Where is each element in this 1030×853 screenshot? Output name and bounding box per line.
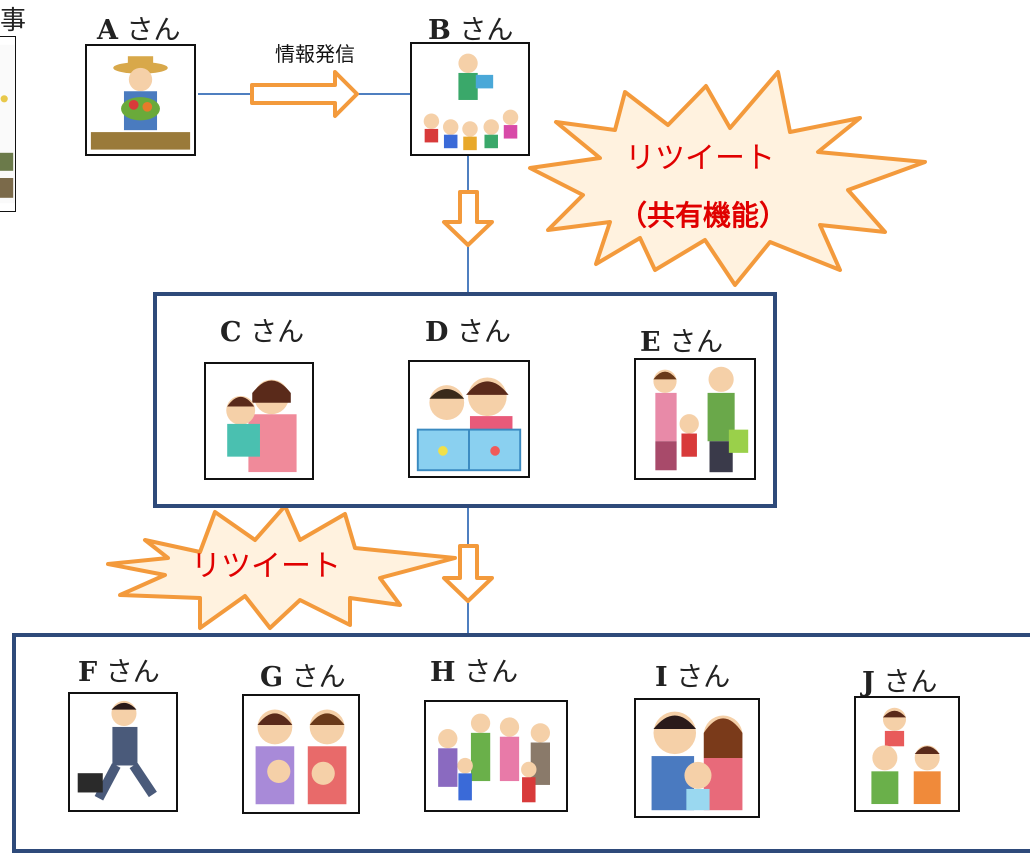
flow-label: 情報発信 [275, 42, 355, 66]
large-family-icon [438, 713, 550, 803]
person-e-image [634, 358, 756, 480]
arrow-down-icon [442, 190, 494, 247]
burst-shape-bottom [106, 504, 457, 630]
partial-document-image [0, 36, 16, 212]
person-b-label: B さん [428, 15, 514, 46]
farmer-icon [90, 56, 191, 150]
person-e-label: E さん [640, 327, 724, 358]
children-group-icon [871, 707, 941, 805]
person-i-image [634, 698, 760, 818]
burst-top-line2: （共有機能） [619, 199, 787, 232]
mother-child-icon [226, 379, 297, 473]
parents-with-baby-icon [651, 711, 743, 811]
person-g-label: G さん [260, 662, 346, 693]
share-group-level1 [153, 292, 777, 508]
person-d-image [408, 360, 530, 478]
corner-label: 事 [0, 6, 27, 36]
person-g-image [242, 694, 360, 814]
businessman-running-icon [77, 700, 157, 801]
arrow-right-icon [250, 70, 359, 118]
person-c-label: C さん [220, 317, 305, 348]
person-d-label: D さん [425, 317, 512, 348]
person-i-label: I さん [655, 662, 731, 693]
burst-shape-top [528, 70, 927, 287]
person-h-label: H さん [430, 657, 519, 688]
teacher-children-icon [423, 53, 519, 151]
person-b-image [410, 42, 530, 156]
person-f-label: F さん [78, 657, 160, 688]
person-c-image [204, 362, 314, 480]
person-a-label: A さん [97, 15, 181, 46]
person-f-image [68, 692, 178, 812]
person-j-label: J さん [862, 667, 938, 698]
reading-picture-book-icon [416, 377, 522, 472]
arrow-down-icon [442, 544, 494, 603]
person-h-image [424, 700, 568, 812]
burst-top-line1: リツイート [625, 141, 775, 176]
person-a-image [85, 44, 196, 156]
person-j-image [854, 696, 960, 812]
mothers-with-babies-icon [255, 709, 347, 805]
burst-bottom-line1: リツイート [191, 549, 341, 584]
family-three-icon [653, 366, 749, 473]
